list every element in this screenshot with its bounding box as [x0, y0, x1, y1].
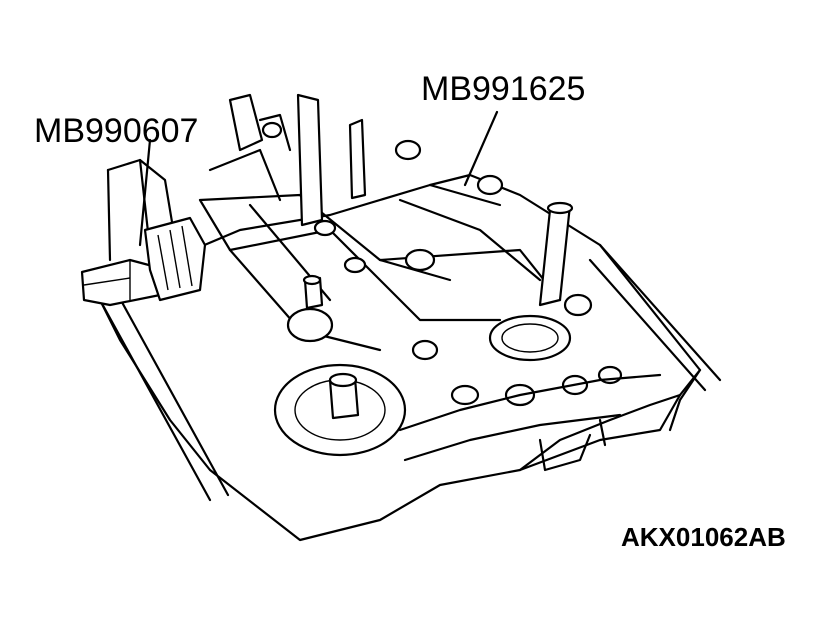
upright-pins: [296, 93, 574, 310]
leader-line-mb991625: [463, 110, 499, 187]
housing-bosses: [261, 121, 623, 457]
housing-ribs: [198, 93, 562, 352]
housing-outline: [98, 173, 722, 542]
special-tool-mb990607: [106, 158, 207, 302]
tool-label-mb990607: MB990607: [34, 112, 199, 150]
leader-line-mb990607: [138, 138, 152, 247]
figure-code: AKX01062AB: [621, 522, 786, 552]
lower-flange: [398, 373, 662, 472]
guide-rod-left: [80, 258, 230, 502]
tool-label-mb991625: MB991625: [421, 70, 586, 108]
